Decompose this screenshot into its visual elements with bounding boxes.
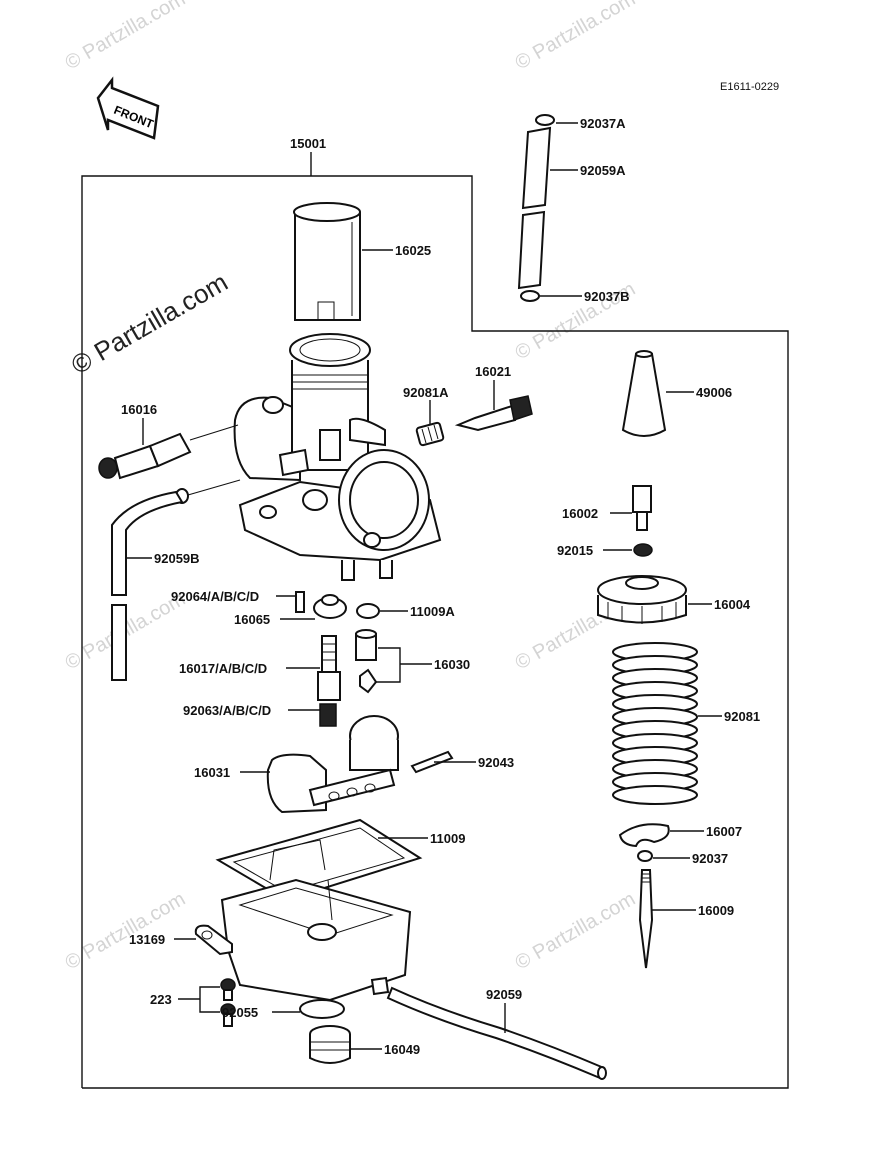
label-16002: 16002 [562,506,598,521]
label-16049: 16049 [384,1042,420,1057]
part-float-bowl-gasket [215,818,423,902]
label-13169: 13169 [129,932,165,947]
label-16031: 16031 [194,765,230,780]
watermark-6: © Partzilla.com [62,888,190,974]
part-screws [220,978,236,1027]
part-o-ring [299,999,345,1019]
watermark-1: © Partzilla.com [62,0,190,74]
label-16004: 16004 [714,597,751,612]
label-92081: 92081 [724,709,760,724]
watermark-7: © Partzilla.com [512,888,640,974]
assembly-frame: 15001 [81,136,789,1089]
label-16016: 16016 [121,402,157,417]
label-16030: 16030 [434,657,470,672]
part-float [266,715,399,814]
label-11009A: 11009A [410,604,455,619]
label-16007: 16007 [706,824,742,839]
part-needle-holder [632,485,652,531]
label-92037: 92037 [692,851,728,866]
part-small-spring [415,421,445,447]
label-223: 223 [150,992,172,1007]
label-92059B: 92059B [154,551,200,566]
part-main-jet [319,703,337,727]
part-throttle-spring [612,642,698,805]
part-jet-needle [638,869,654,969]
part-carburetor-body [233,333,442,581]
watermark-main: © Partzilla.com [66,267,233,381]
part-drain-hose [386,986,607,1080]
label-16017: 16017/A/B/C/D [179,661,267,676]
part-carburetor-cap [597,575,687,624]
label-92043: 92043 [478,755,514,770]
part-drain-plug [309,1025,351,1064]
label-15001: 15001 [290,136,326,151]
part-starter-plunger [98,432,192,480]
part-float-valve [355,629,378,694]
label-16021: 16021 [475,364,511,379]
label-92055: 92055 [222,1005,258,1020]
part-rubber-cap [621,350,667,437]
label-49006: 49006 [696,385,732,400]
part-pilot-screw [454,395,533,432]
diagram-code: E1611-0229 [720,81,779,93]
label-16025: 16025 [395,243,431,258]
label-92037A: 92037A [580,116,626,131]
part-float-bowl [220,839,412,1002]
label-16009: 16009 [698,903,734,918]
part-throttle-slide [293,202,361,321]
part-float-pin [410,750,454,774]
part-pilot-jet [295,591,305,613]
front-arrow-icon: FRONT [96,76,160,140]
label-92059: 92059 [486,987,522,1002]
part-needle-jet [317,635,341,701]
label-92037B: 92037B [584,289,630,304]
label-92063: 92063/A/B/C/D [183,703,271,718]
part-bracket [194,924,233,956]
part-needle-clip [637,850,653,862]
label-92059A: 92059A [580,163,626,178]
part-overflow-hose [111,488,189,681]
label-16065: 16065 [234,612,270,627]
label-92064: 92064/A/B/C/D [171,589,259,604]
watermark-2: © Partzilla.com [512,0,640,74]
part-needle-plate [618,823,670,848]
part-vent-hose-upper [517,114,555,302]
part-nut [633,543,653,557]
part-washer [356,603,380,619]
part-needle-jet-holder [313,594,347,619]
label-11009: 11009 [430,831,465,846]
label-92081A: 92081A [403,385,449,400]
label-92015: 92015 [557,543,593,558]
